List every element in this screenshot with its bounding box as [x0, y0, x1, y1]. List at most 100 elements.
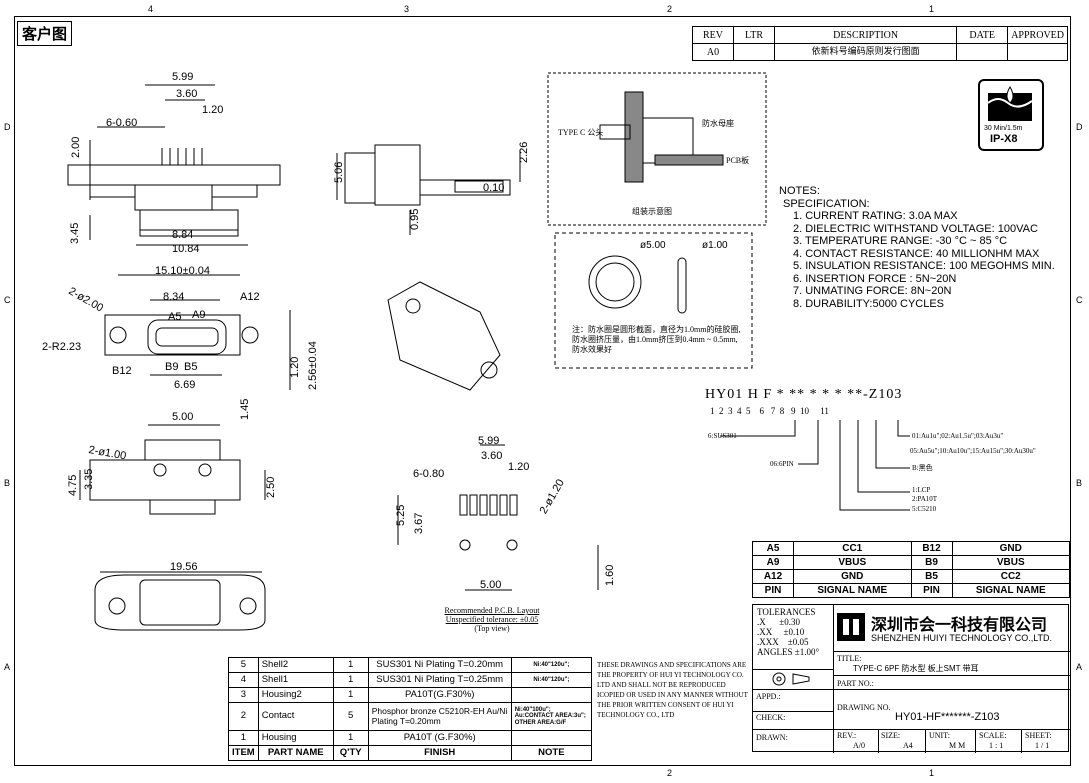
tolerance-line: .XX ±0.10	[757, 627, 805, 637]
bom-header: NOTE	[510, 745, 593, 761]
dim-front-b5: B5	[184, 361, 197, 373]
dimension-texts: 5.99 3.60 1.20 6-0.60 2.00 3.45 8.84 10.…	[42, 71, 616, 591]
oring-note: 注：防水圈是圆形截面，直径为1.0mm的硅胶圈,防水圈挤压量，由1.0mm挤压到…	[572, 325, 741, 354]
bom-part-name: Contact	[257, 702, 334, 731]
note-item: 7. UNMATING FORCE: 8N~20N	[793, 285, 952, 297]
drawing-no-label: DRAWING NO.	[837, 703, 891, 712]
note-item: 8. DURABILITY:5000 CYCLES	[793, 297, 945, 310]
dim-side-5-06: 5.06	[333, 162, 345, 183]
dim-top-6-060: 6-0.60	[106, 117, 137, 129]
bom-part-name: Housing2	[257, 687, 334, 703]
bom-part-name: Shell2	[257, 657, 334, 673]
unit-label: UNIT:	[929, 731, 950, 740]
pin-cell: GND	[793, 569, 912, 584]
part-code-legend: B:黑色	[912, 464, 933, 472]
bom-item: 3	[228, 687, 259, 703]
assembly-box	[547, 72, 767, 226]
assembly-diagram	[599, 91, 724, 183]
dim-bottom-3-35: 3.35	[83, 469, 95, 490]
bom-part-name: Shell1	[257, 672, 334, 688]
rev-value: A/0	[853, 741, 865, 750]
part-code-legend: 6:SUS301	[708, 432, 737, 440]
bom-item: 5	[228, 657, 259, 673]
note-item: 3. TEMPERATURE RANGE: -30 °C ~ 85 °C	[793, 235, 1008, 247]
bom-note: Ni:40"120u";	[510, 657, 593, 673]
pcb-caption: Recommended P.C.B. Layout Unspecified to…	[432, 606, 552, 633]
bom-note: Ni:40"100u"; Au:CONTACT AREA:3u"; OTHER …	[510, 702, 593, 731]
dim-pcb-1-60: 1.60	[604, 565, 616, 586]
dim-front-1-20: 1.20	[289, 357, 301, 378]
dim-front-2-r223: 2-R2.23	[42, 341, 81, 353]
bom-qty: 5	[332, 702, 369, 731]
size-label: SIZE:	[881, 731, 901, 740]
dim-front-a12: A12	[240, 291, 260, 303]
iso-view	[387, 281, 501, 391]
scale-value: 1 : 1	[989, 741, 1004, 750]
pin-cell: CC2	[951, 569, 1070, 584]
tolerance-line: TOLERANCES	[757, 607, 816, 617]
oring-diagram	[588, 255, 687, 314]
zone-left-b: B	[4, 478, 11, 488]
dim-front-b12: B12	[112, 365, 132, 377]
dim-front-8-34: 8.34	[163, 291, 184, 303]
bom-item: 4	[228, 672, 259, 688]
pin-cell: B9	[910, 555, 953, 570]
dim-side-0-95: 0.95	[409, 209, 421, 230]
part-code-legend: 05:Au5u";10:Au10u";15:Au15u";30:Au30u"	[910, 447, 1036, 455]
pin-cell: VBUS	[793, 555, 912, 570]
zone-top-2: 2	[667, 4, 673, 14]
company-name-en: SHENZHEN HUIYI TECHNOLOGY CO.,LTD.	[871, 633, 1053, 643]
zone-top-3: 3	[404, 4, 410, 14]
bom-part-name: Housing	[257, 730, 334, 746]
drawing-no-value: HY01-HF*******-Z103	[895, 711, 1000, 723]
dim-front-6-69: 6.69	[174, 379, 195, 391]
assembly-typec-label: TYPE C 公头	[558, 128, 604, 137]
revision-table: REV LTR DESCRIPTION DATE APPROVED A0 依新料…	[692, 26, 1068, 61]
company-name-cn: 深圳市会一科技有限公司	[871, 617, 1048, 634]
notes-subtitle: SPECIFICATION:	[783, 197, 870, 210]
customer-drawing-label: 客户图	[17, 21, 73, 46]
note-item: 2. DIELECTRIC WITHSTAND VOLTAGE: 100VAC	[793, 222, 1038, 235]
pin-cell: GND	[951, 541, 1070, 556]
part-no-label: PART NO.:	[837, 679, 874, 688]
bom-finish: PA10T (G.F30%)	[367, 730, 512, 746]
zone-bottom-1: 1	[929, 768, 935, 778]
pin-cell: A12	[752, 569, 794, 584]
front-view	[104, 274, 291, 390]
dim-front-2-56: 2.56±0.04	[307, 341, 319, 390]
pin-cell: A5	[752, 541, 794, 556]
oring-box	[554, 232, 753, 369]
note-item: 4. CONTACT RESISTANCE: 40 MILLIONHM MAX	[793, 247, 1040, 260]
bom-note: Ni:40"120u";	[510, 672, 593, 688]
bom-finish: PA10T(G.F30%)	[367, 687, 512, 703]
zone-top-1: 1	[929, 4, 935, 14]
bom-qty: 1	[332, 657, 369, 673]
dim-bottom-2-50: 2.50	[265, 477, 277, 498]
part-code-legend: 5:C5210	[912, 505, 937, 513]
bom-qty: 1	[332, 730, 369, 746]
zone-right-b: B	[1076, 478, 1083, 488]
dim-top-10-84: 10.84	[172, 243, 200, 255]
dim-pcb-2-phi-120: 2-ø1.20	[538, 477, 567, 516]
check-label: CHECK:	[756, 713, 786, 722]
title-block: TOLERANCES .X ±0.30 .XX ±0.10 .XXX ±0.05…	[752, 604, 1070, 753]
drawing-frame	[14, 16, 1071, 766]
bom-note	[510, 730, 593, 746]
pcb-caption-line: Recommended P.C.B. Layout	[444, 606, 540, 615]
oring-dia-outer: ø5.00	[640, 240, 666, 251]
tolerances: TOLERANCES .X ±0.30 .XX ±0.10 .XXX ±0.05…	[757, 607, 819, 657]
dim-bottom-1-45: 1.45	[239, 399, 251, 420]
pin-cell: SIGNAL NAME	[793, 583, 912, 598]
title-value: TYPE-C 6PF 防水型 板上SMT 带耳	[853, 664, 979, 673]
dim-pcb-5-99: 5.99	[478, 435, 499, 447]
zone-top-4: 4	[148, 4, 154, 14]
pin-cell: B5	[910, 569, 953, 584]
dim-bottom-5-00: 5.00	[172, 411, 193, 423]
ip-badge: 30 Min/1.5m IP-X8	[978, 79, 1044, 151]
dim-pcb-5-25: 5.25	[395, 505, 407, 526]
pin-cell: PIN	[910, 583, 953, 598]
assembly-pcb-label: PCB板	[726, 156, 750, 165]
description-value: 依新料号编码原则发行图面	[773, 43, 958, 61]
dim-front-b9: B9	[165, 361, 178, 373]
size-value: A4	[903, 741, 913, 750]
